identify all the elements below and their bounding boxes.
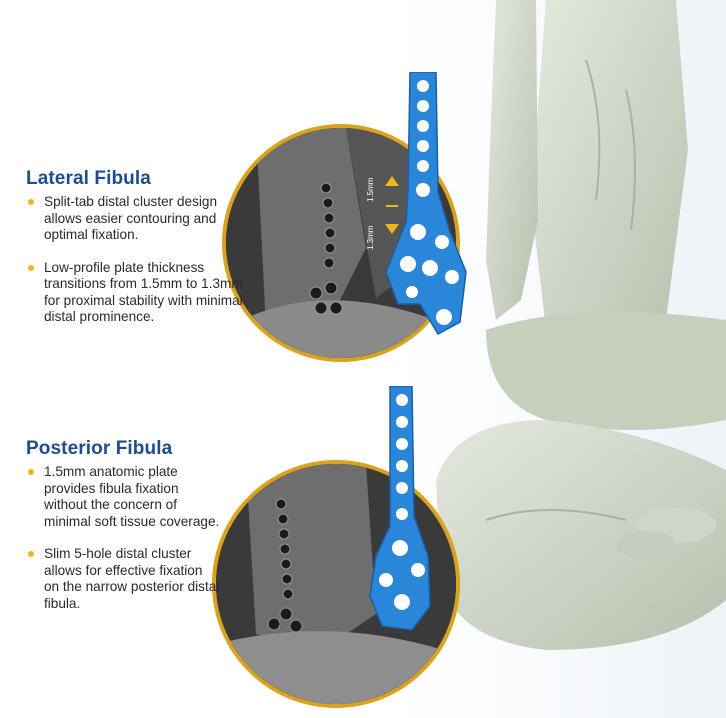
bullet-dot-icon	[28, 551, 34, 557]
ankle-bone-illustration	[436, 0, 726, 650]
bullet-dot-icon	[28, 264, 34, 271]
thickness-arrows-icon	[385, 176, 399, 234]
bullet-text: Split-tab distal cluster design allows e…	[44, 194, 218, 242]
bullet-dot-icon	[28, 469, 34, 475]
lateral-bullets: Split-tab distal cluster design allows e…	[26, 194, 244, 326]
list-item: Slim 5-hole distal cluster allows for ef…	[26, 546, 220, 612]
posterior-bullets: 1.5mm anatomic plate provides fibula fix…	[26, 464, 220, 612]
dim-upper-label: 1.5mm	[366, 177, 375, 202]
list-item: Low-profile plate thickness transitions …	[26, 260, 244, 326]
list-item: 1.5mm anatomic plate provides fibula fix…	[26, 464, 220, 530]
lateral-title: Lateral Fibula	[26, 168, 151, 189]
list-item: Split-tab distal cluster design allows e…	[26, 194, 244, 244]
posterior-title: Posterior Fibula	[26, 438, 173, 459]
posterior-section: Posterior Fibula 1.5mm anatomic plate pr…	[26, 438, 220, 628]
dim-lower-label: 1.3mm	[366, 225, 375, 250]
posterior-plate-icon	[369, 386, 431, 631]
lateral-plate-icon	[385, 72, 467, 336]
bullet-dot-icon	[28, 199, 34, 205]
bullet-text: Low-profile plate thickness transitions …	[44, 259, 243, 325]
lateral-section: Lateral Fibula Split-tab distal cluster …	[26, 168, 244, 342]
bullet-text: Slim 5-hole distal cluster allows for ef…	[44, 546, 220, 611]
bullet-text: 1.5mm anatomic plate provides fibula fix…	[44, 464, 220, 529]
